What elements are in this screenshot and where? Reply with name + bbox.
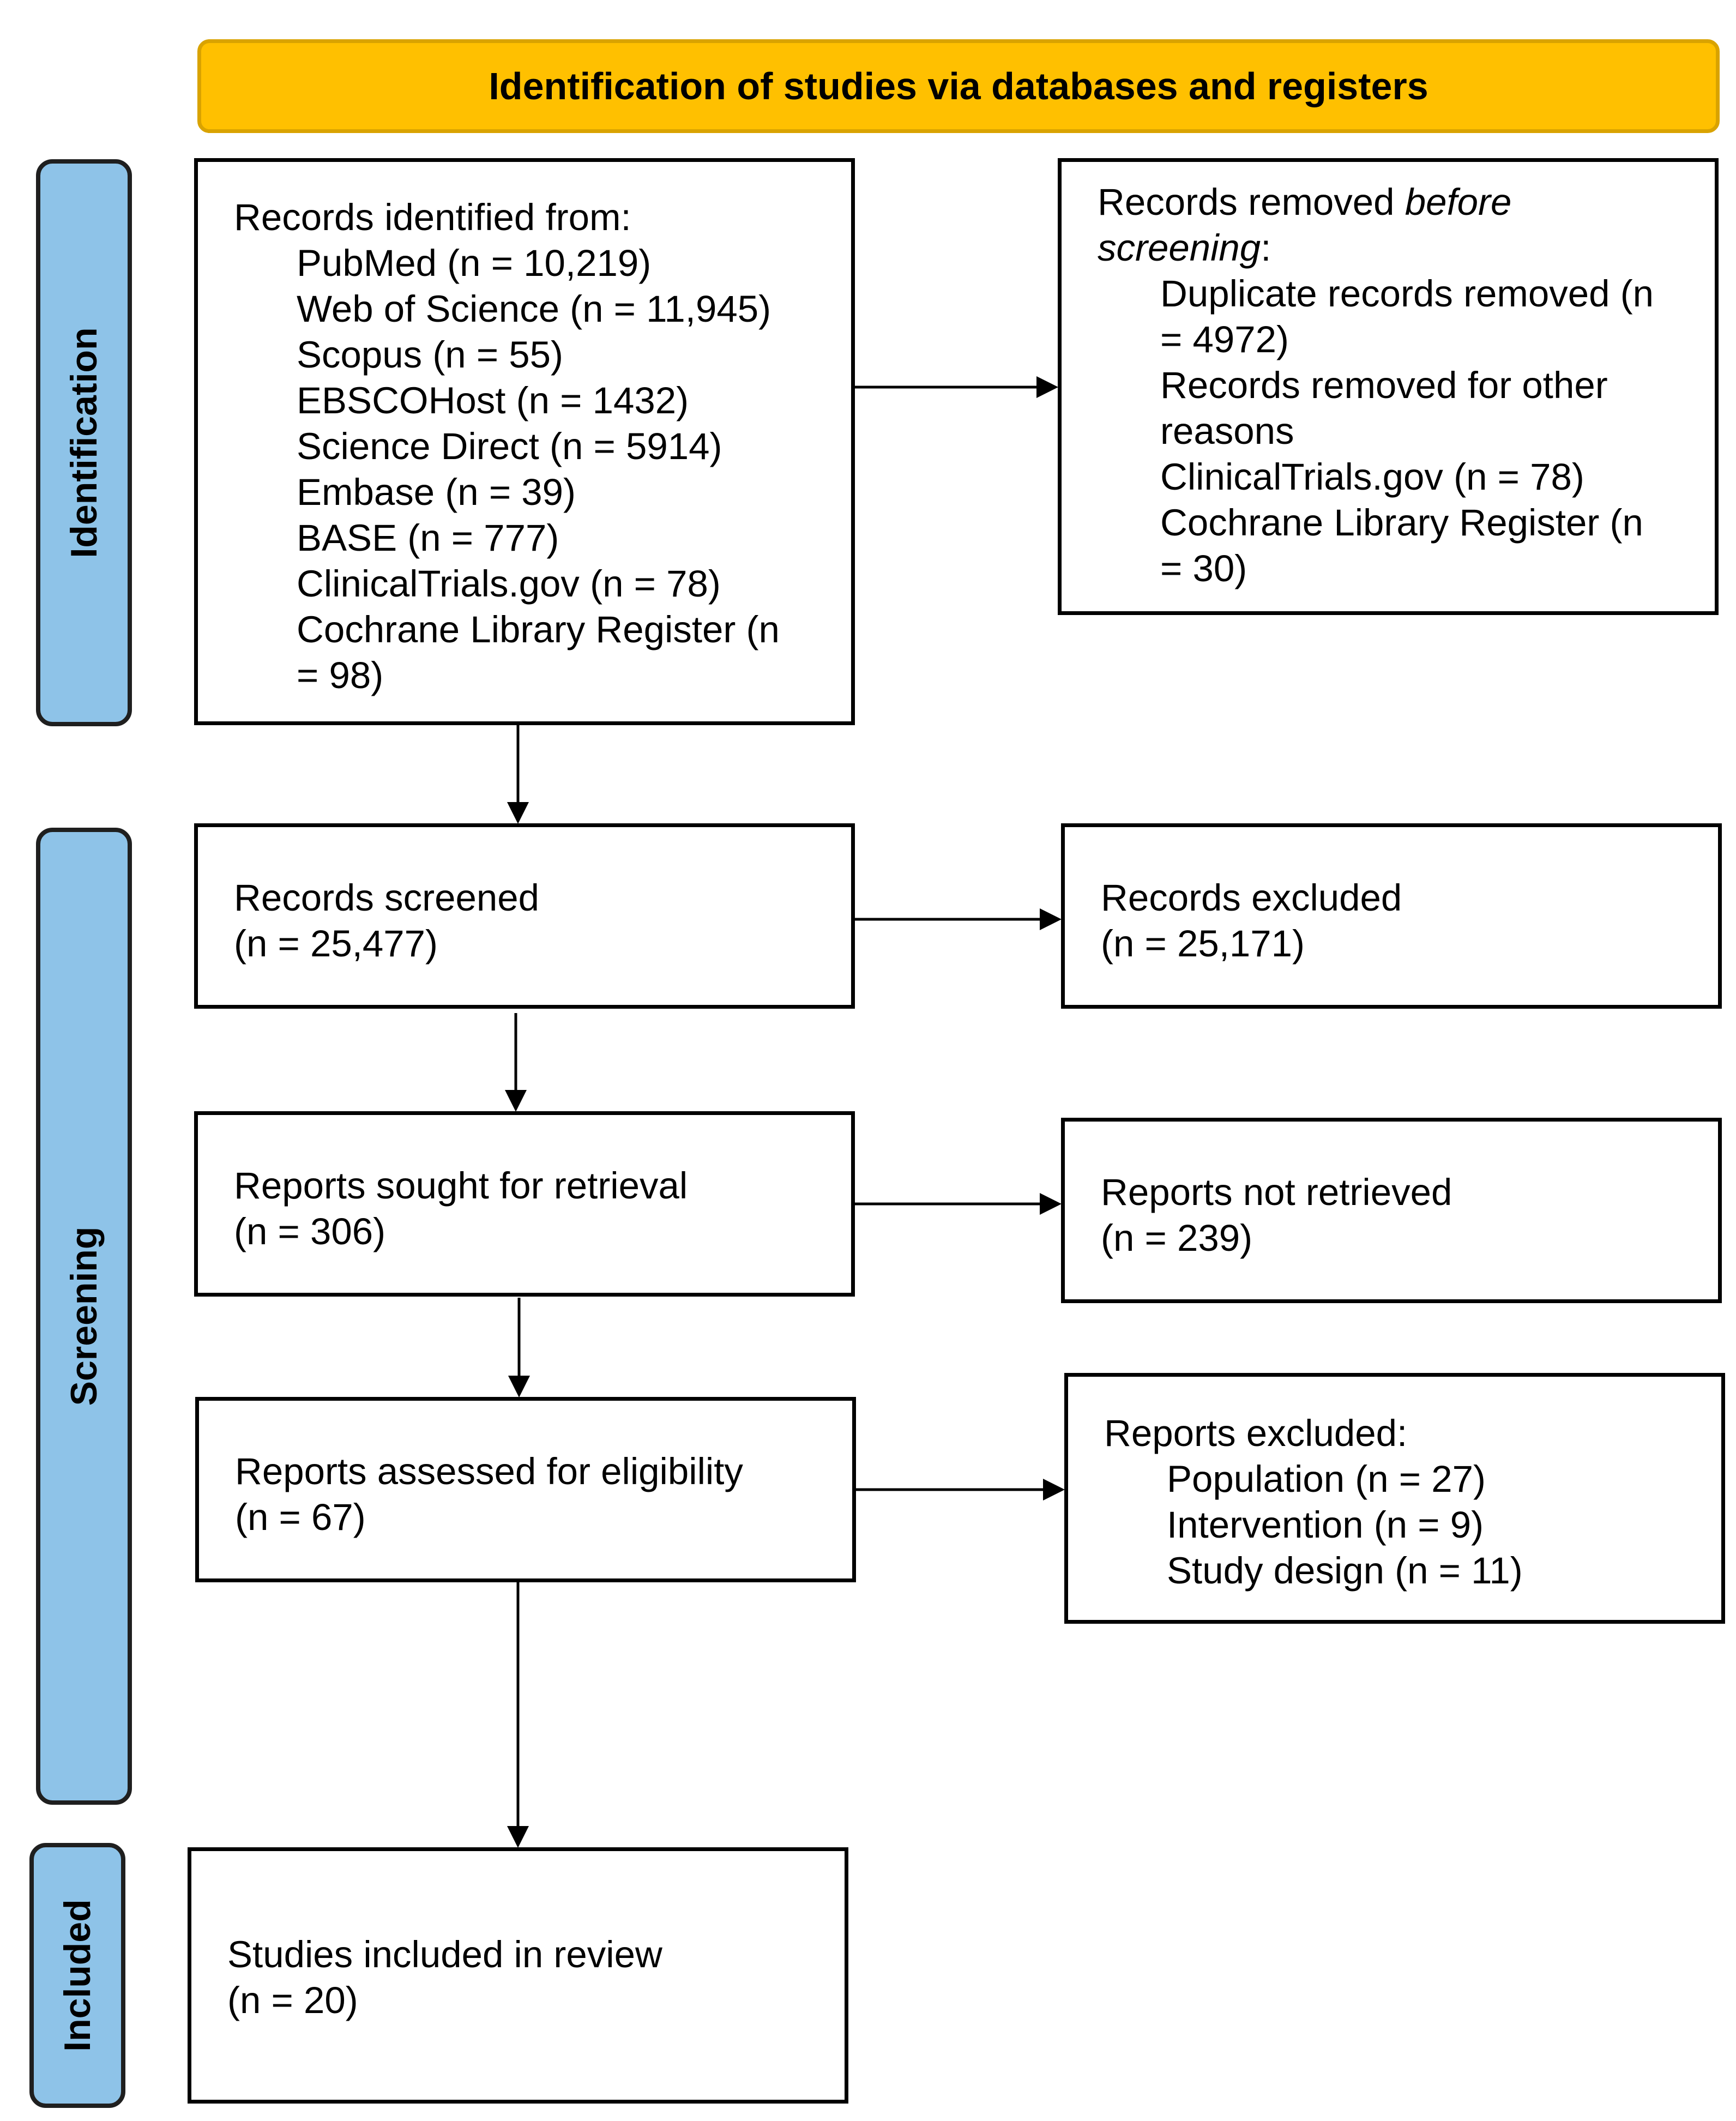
- removed-cochrane: Cochrane Library Register (n: [1160, 502, 1643, 544]
- reports-not-retrieved-count: (n = 239): [1101, 1217, 1253, 1259]
- records-removed-box: Records removed before screening: Duplic…: [1058, 158, 1719, 615]
- removed-duplicates-count: = 4972): [1160, 318, 1289, 360]
- removed-other-cont: reasons: [1160, 410, 1294, 452]
- phase-identification: Identification: [36, 159, 132, 726]
- reports-sought-label: Reports sought for retrieval: [234, 1165, 688, 1207]
- removed-clinicaltrials: ClinicalTrials.gov (n = 78): [1160, 456, 1584, 498]
- reports-not-retrieved-box: Reports not retrieved (n = 239): [1061, 1118, 1722, 1303]
- excluded-intervention: Intervention (n = 9): [1167, 1504, 1484, 1546]
- identification-banner: Identification of studies via databases …: [197, 39, 1720, 133]
- phase-screening: Screening: [36, 828, 132, 1805]
- source-base: BASE (n = 777): [297, 517, 559, 559]
- records-removed-heading-cont: screening:: [1098, 227, 1271, 269]
- source-cochrane: Cochrane Library Register (n: [297, 608, 780, 650]
- source-ebscohost: EBSCOHost (n = 1432): [297, 379, 689, 421]
- records-excluded-box: Records excluded (n = 25,171): [1061, 823, 1722, 1009]
- records-identified-box: Records identified from: PubMed (n = 10,…: [194, 158, 855, 725]
- source-web-of-science: Web of Science (n = 11,945): [297, 288, 771, 330]
- studies-included-box: Studies included in review (n = 20): [188, 1847, 848, 2104]
- source-science-direct: Science Direct (n = 5914): [297, 425, 722, 467]
- reports-assessed-box: Reports assessed for eligibility (n = 67…: [195, 1397, 856, 1582]
- records-removed-heading: Records removed before: [1098, 181, 1512, 223]
- source-pubmed: PubMed (n = 10,219): [297, 242, 652, 284]
- reports-excluded-box: Reports excluded: Population (n = 27) In…: [1064, 1373, 1725, 1624]
- banner-title: Identification of studies via databases …: [489, 65, 1428, 107]
- reports-assessed-label: Reports assessed for eligibility: [235, 1450, 743, 1492]
- records-screened-label: Records screened: [234, 877, 539, 919]
- reports-sought-count: (n = 306): [234, 1210, 386, 1252]
- records-identified-heading: Records identified from:: [234, 196, 631, 238]
- removed-cochrane-count: = 30): [1160, 547, 1247, 589]
- records-screened-count: (n = 25,477): [234, 923, 438, 965]
- records-excluded-label: Records excluded: [1101, 877, 1402, 919]
- excluded-population: Population (n = 27): [1167, 1458, 1486, 1500]
- records-excluded-count: (n = 25,171): [1101, 923, 1305, 965]
- source-clinicaltrials: ClinicalTrials.gov (n = 78): [297, 563, 721, 605]
- source-cochrane-count: = 98): [297, 654, 384, 696]
- removed-duplicates: Duplicate records removed (n: [1160, 273, 1654, 315]
- source-embase: Embase (n = 39): [297, 471, 576, 513]
- reports-not-retrieved-label: Reports not retrieved: [1101, 1171, 1452, 1213]
- studies-included-label: Studies included in review: [227, 1933, 662, 1975]
- phase-included: Included: [29, 1843, 125, 2108]
- studies-included-count: (n = 20): [227, 1979, 358, 2021]
- reports-assessed-count: (n = 67): [235, 1496, 366, 1538]
- excluded-study-design: Study design (n = 11): [1167, 1550, 1523, 1592]
- reports-sought-box: Reports sought for retrieval (n = 306): [194, 1111, 855, 1297]
- removed-other: Records removed for other: [1160, 364, 1608, 406]
- source-scopus: Scopus (n = 55): [297, 334, 564, 376]
- records-screened-box: Records screened (n = 25,477): [194, 823, 855, 1009]
- reports-excluded-heading: Reports excluded:: [1104, 1412, 1408, 1454]
